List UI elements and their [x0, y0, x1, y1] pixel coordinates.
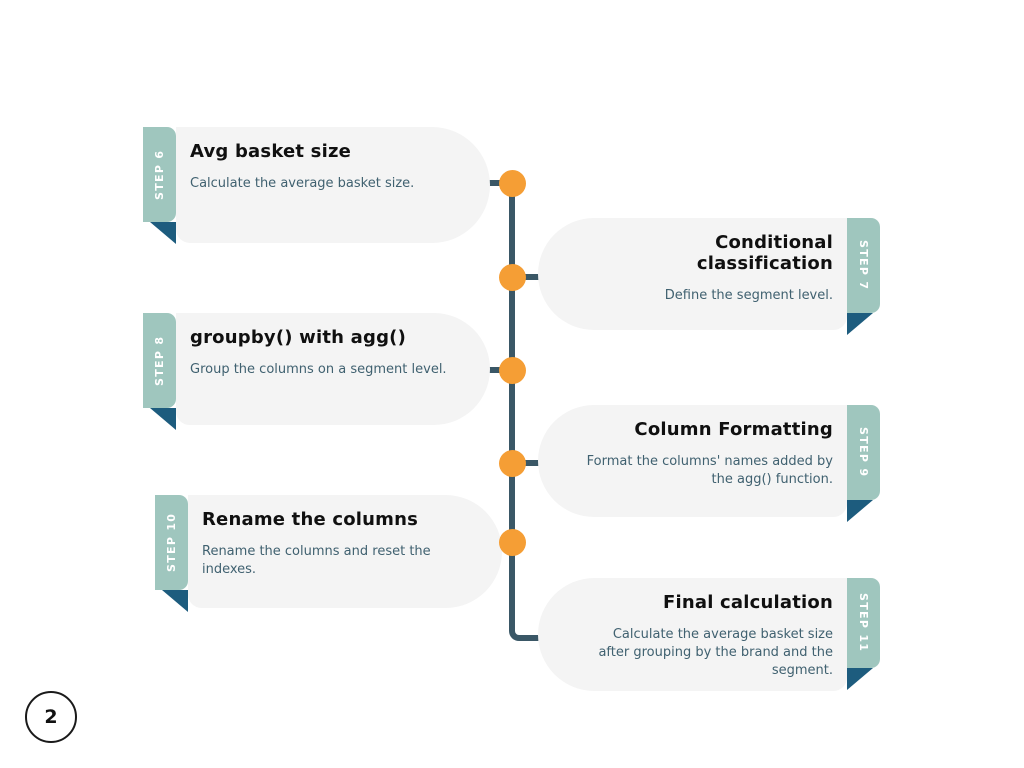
step-label-tab: STEP 11: [847, 578, 880, 668]
step-card-11: Final calculation Calculate the average …: [538, 578, 847, 691]
step-card-7: Conditional classification Define the se…: [538, 218, 847, 330]
step-title: Avg basket size: [190, 141, 352, 162]
page-number: 2: [44, 706, 58, 728]
step-description: Format the columns' names added by the a…: [586, 454, 833, 488]
step-title: Final calculation: [662, 592, 833, 613]
step-label-tab: STEP 6: [143, 127, 176, 222]
tab-fold-corner: [162, 590, 188, 612]
step-card-10: Rename the columns Rename the columns an…: [188, 495, 502, 608]
step-card-8: groupby() with agg() Group the columns o…: [176, 313, 490, 425]
page-number-badge: 2: [25, 691, 77, 743]
timeline-connector: [512, 274, 542, 280]
step-title: Rename the columns: [202, 509, 419, 530]
timeline-connector: [478, 367, 512, 373]
step-description: Rename the columns and reset the indexes…: [202, 544, 431, 578]
step-title: Conditional classification: [696, 232, 833, 274]
timeline-dot: [499, 357, 526, 384]
step-label-tab: STEP 10: [155, 495, 188, 590]
step-title: groupby() with agg(): [190, 327, 407, 348]
timeline-dot: [499, 529, 526, 556]
timeline-connector: [512, 460, 542, 466]
step-label-tab: STEP 8: [143, 313, 176, 408]
step-description: Group the columns on a segment level.: [190, 362, 447, 377]
timeline-connector: [478, 180, 512, 186]
step-card-9: Column Formatting Format the columns' na…: [538, 405, 847, 517]
tab-fold-corner: [847, 500, 873, 522]
timeline-line: [509, 183, 546, 641]
timeline-dot: [499, 264, 526, 291]
step-description: Calculate the average basket size after …: [598, 627, 833, 679]
tab-fold-corner: [847, 313, 873, 335]
timeline-dot: [499, 450, 526, 477]
step-title: Column Formatting: [634, 419, 833, 440]
tab-fold-corner: [150, 222, 176, 244]
step-card-6: Avg basket size Calculate the average ba…: [176, 127, 490, 243]
tab-fold-corner: [150, 408, 176, 430]
step-description: Calculate the average basket size.: [190, 176, 415, 191]
step-label-tab: STEP 9: [847, 405, 880, 500]
timeline-dot: [499, 170, 526, 197]
step-label-tab: STEP 7: [847, 218, 880, 313]
tab-fold-corner: [847, 668, 873, 690]
step-description: Define the segment level.: [664, 288, 833, 303]
